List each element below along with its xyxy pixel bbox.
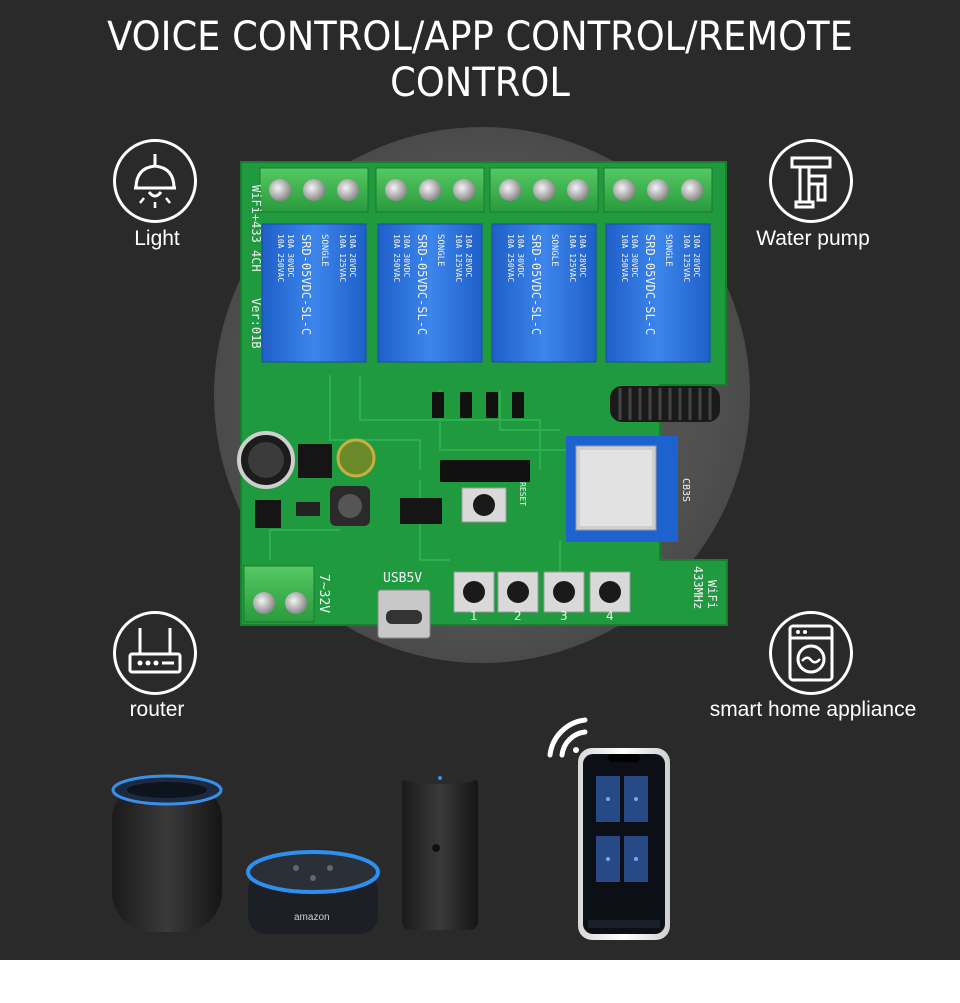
relay-2-relay-model: SRD-05VDC-SL-C	[415, 234, 429, 335]
wifi-icon	[547, 717, 588, 758]
terminal-screw	[303, 179, 325, 201]
reset-button	[461, 487, 507, 523]
jumper	[296, 502, 320, 516]
water-pump-label: Water pump	[756, 227, 870, 250]
echo-dot-speaker: amazon	[246, 850, 380, 934]
router-feature-icon	[113, 611, 197, 695]
relay-2-relay-brand: SONGLE	[435, 234, 445, 267]
relay-3-relay-rating-3: 10A 125VAC	[568, 234, 577, 282]
button-number-3: 3	[560, 609, 568, 623]
ic-chip	[298, 444, 332, 478]
router-label: router	[129, 698, 185, 721]
relay-1-relay-rating-1: 10A 250VAC	[276, 234, 285, 282]
relay-1-relay-model: SRD-05VDC-SL-C	[299, 234, 313, 335]
relay-4-relay-brand: SONGLE	[663, 234, 673, 267]
antenna-coil	[610, 386, 720, 422]
relay-2	[377, 223, 483, 363]
terminal-screw	[681, 179, 703, 201]
capacitor	[237, 431, 295, 489]
terminal-screw	[285, 592, 307, 614]
terminal-block-1	[259, 167, 369, 213]
bottom-strip	[0, 960, 960, 1003]
router-icon	[128, 628, 182, 674]
appliance-label: smart home appliance	[709, 698, 917, 721]
water-pump-feature-icon	[769, 139, 853, 223]
button-number-1: 1	[470, 609, 478, 623]
module-label: CB3S	[680, 478, 691, 502]
inductor	[330, 486, 370, 526]
relay-4-relay-rating-1: 10A 250VAC	[620, 234, 629, 282]
light-label: Light	[134, 227, 180, 250]
wifi-module	[566, 436, 678, 542]
terminal-block-3	[489, 167, 599, 213]
ic-chip	[400, 498, 442, 524]
capacitor	[336, 438, 376, 478]
radio-label-433: 433MHz	[691, 566, 705, 609]
usb-label: USB5V	[383, 571, 422, 586]
terminal-screw	[337, 179, 359, 201]
relay-3-relay-rating-1: 10A 250VAC	[506, 234, 515, 282]
terminal-screw	[269, 179, 291, 201]
relay-2-relay-rating-1: 10A 250VAC	[392, 234, 401, 282]
board-side-label: WiFi+433 4CH	[249, 185, 263, 272]
tactile-button-4	[589, 571, 631, 613]
header-pins	[440, 460, 530, 482]
relay-4-relay-rating-2: 10A 30VDC	[630, 234, 639, 278]
terminal-screw	[253, 592, 275, 614]
terminal-screw	[533, 179, 555, 201]
relay-4-relay-rating-4: 10A 28VDC	[692, 234, 701, 278]
tactile-button-3	[543, 571, 585, 613]
button-number-4: 4	[606, 609, 614, 623]
tactile-button-1	[453, 571, 495, 613]
relay-4-relay-rating-3: 10A 125VAC	[682, 234, 691, 282]
relay-3-relay-brand: SONGLE	[549, 234, 559, 267]
relay-2-relay-rating-4: 10A 28VDC	[464, 234, 473, 278]
terminal-block-2	[375, 167, 485, 213]
water-pump-icon	[790, 156, 832, 209]
ic-chip	[255, 500, 281, 528]
power-label: 7~32V	[316, 574, 331, 613]
speaker-brand: amazon	[294, 912, 330, 923]
relay-3	[491, 223, 597, 363]
button-number-2: 2	[514, 609, 522, 623]
terminal-screw	[385, 179, 407, 201]
board-version-label: Ver:01B	[249, 298, 263, 349]
headline: VOICE CONTROL/APP CONTROL/REMOTE CONTROL	[107, 14, 853, 106]
smartphone	[578, 748, 670, 940]
relay-1-relay-rating-2: 10A 30VDC	[286, 234, 295, 278]
resistor-row	[432, 392, 524, 418]
terminal-screw	[567, 179, 589, 201]
pendant-lamp-icon	[134, 154, 176, 208]
appliance-feature-icon	[769, 611, 853, 695]
power-terminal	[243, 565, 315, 623]
relay-3-relay-rating-4: 10A 28VDC	[578, 234, 587, 278]
smart-speaker-tall	[402, 772, 478, 930]
washing-machine-icon	[788, 624, 834, 682]
relay-1-relay-brand: SONGLE	[319, 234, 329, 267]
terminal-screw	[647, 179, 669, 201]
relay-4-relay-model: SRD-05VDC-SL-C	[643, 234, 657, 335]
reset-label: RESET	[518, 482, 527, 506]
terminal-screw	[499, 179, 521, 201]
tactile-button-2	[497, 571, 539, 613]
terminal-screw	[613, 179, 635, 201]
relay-2-relay-rating-3: 10A 125VAC	[454, 234, 463, 282]
terminal-screw	[419, 179, 441, 201]
relay-3-relay-rating-2: 10A 30VDC	[516, 234, 525, 278]
relay-3-relay-model: SRD-05VDC-SL-C	[529, 234, 543, 335]
relay-1	[261, 223, 367, 363]
light-feature-icon	[113, 139, 197, 223]
relay-1-relay-rating-3: 10A 125VAC	[338, 234, 347, 282]
relay-1-relay-rating-4: 10A 28VDC	[348, 234, 357, 278]
radio-label-wifi: WiFi	[705, 580, 719, 609]
smart-speaker-left	[111, 774, 223, 932]
relay-2-relay-rating-2: 10A 30VDC	[402, 234, 411, 278]
usb-port	[377, 589, 431, 639]
relay-4	[605, 223, 711, 363]
terminal-screw	[453, 179, 475, 201]
terminal-block-4	[603, 167, 713, 213]
